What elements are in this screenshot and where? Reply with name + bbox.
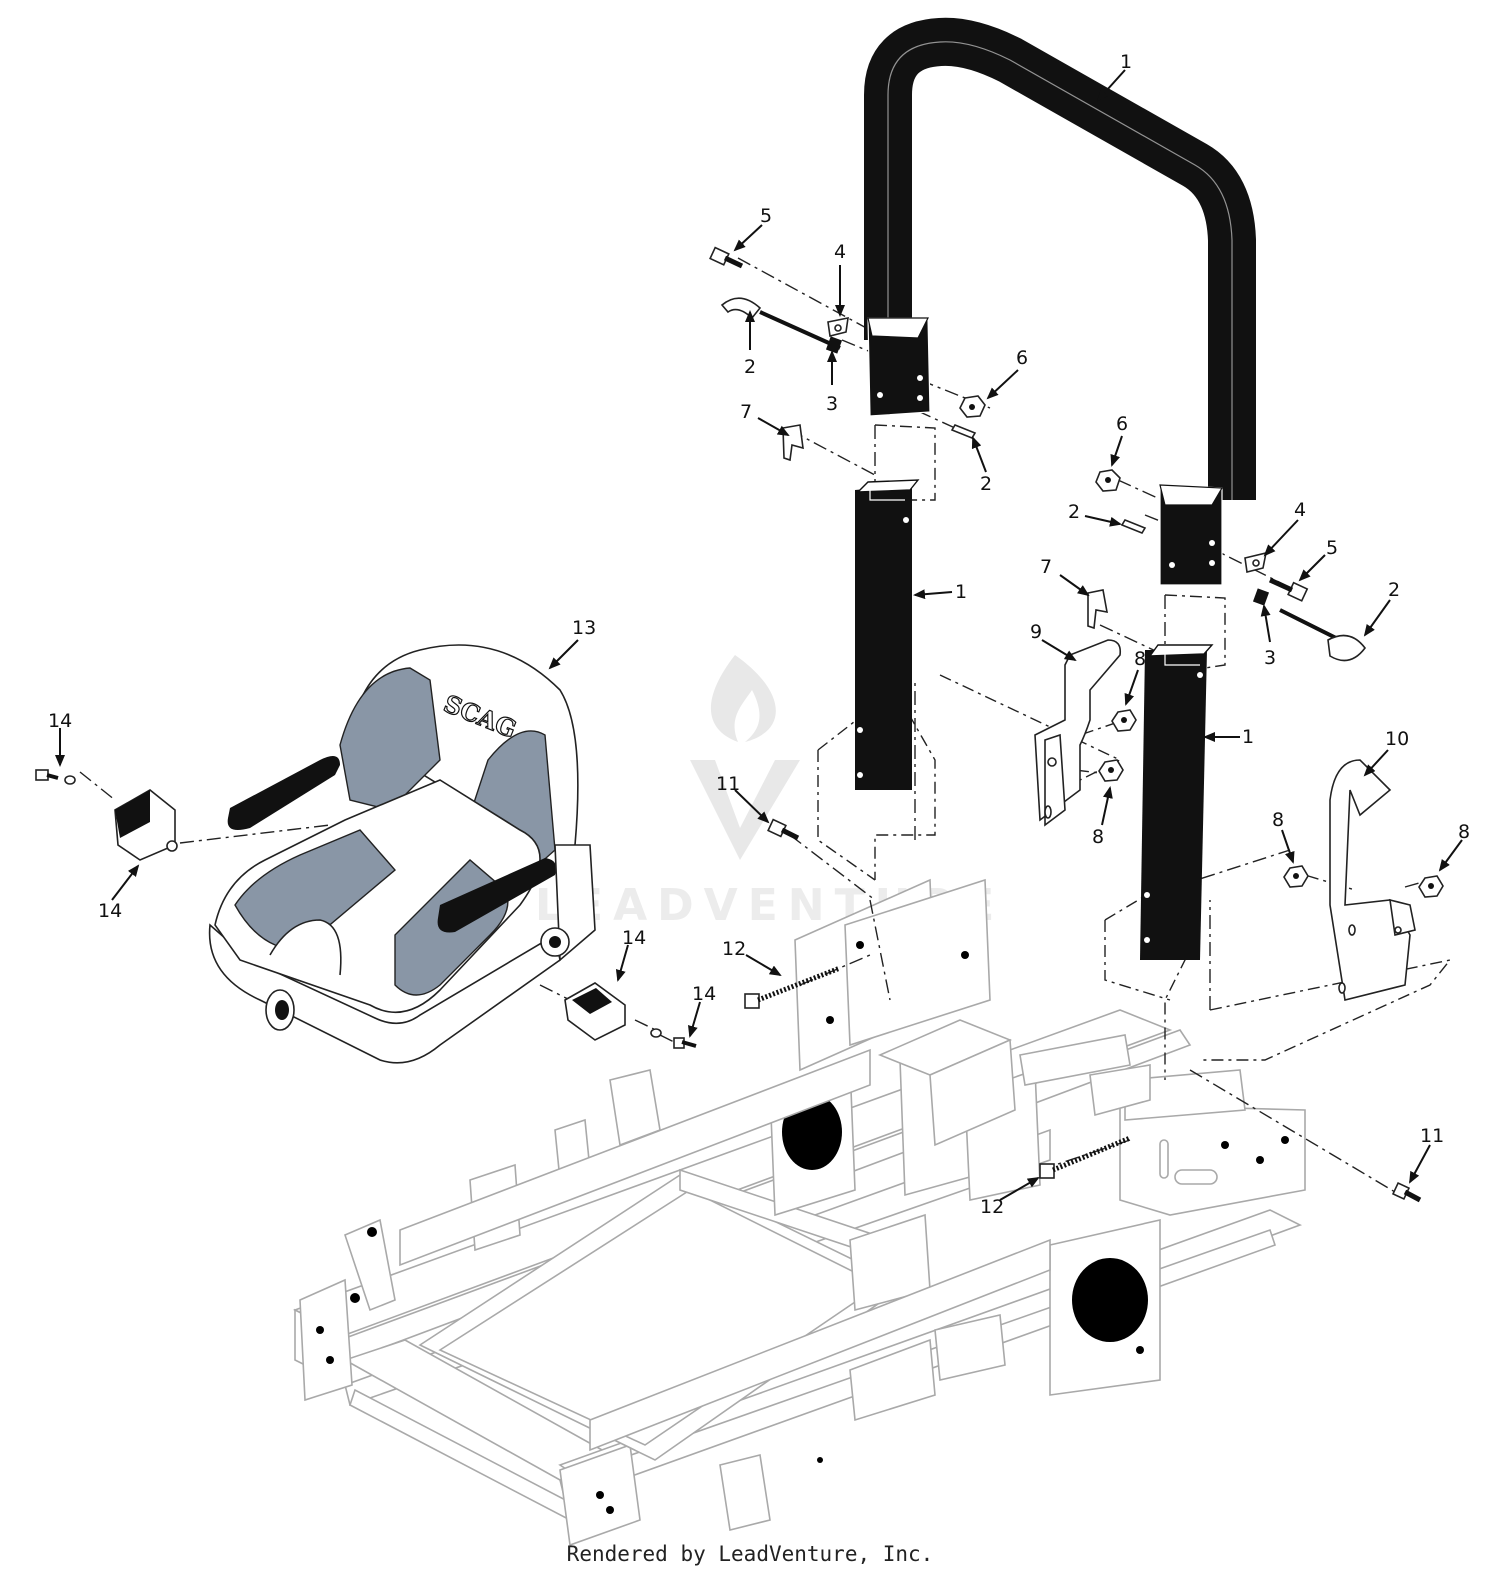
belt-bolt-14-right [673, 1037, 697, 1049]
cotter-2-right [1120, 519, 1147, 534]
hitch-pin-2-left [720, 297, 841, 350]
bolt-11-right [1391, 1181, 1422, 1203]
callout-8: 8 [1272, 809, 1284, 831]
watermark-logo: LEADVENTURE [535, 655, 994, 931]
callout-2: 2 [744, 356, 756, 378]
callout-1: 1 [1120, 51, 1132, 73]
callout-14: 14 [622, 927, 646, 949]
callout-3: 3 [1264, 647, 1276, 669]
callout-2: 2 [1068, 501, 1080, 523]
belt-bolt-14-left [35, 769, 59, 781]
callout-8: 8 [1092, 826, 1104, 848]
callout-labels: 1 1 1 2 2 2 2 3 3 4 4 5 5 6 6 7 7 8 8 8 … [48, 51, 1470, 1218]
bracket-9 [1034, 639, 1122, 827]
seat-belt-parts [35, 769, 697, 1049]
washer-14-left [64, 775, 76, 785]
bolt-11-left [767, 818, 800, 841]
roll-bar-lower-left-tube [855, 479, 920, 790]
callout-7: 7 [740, 401, 752, 423]
callout-3: 3 [826, 393, 838, 415]
nut-8-a [1111, 709, 1137, 732]
callout-6: 6 [1116, 413, 1128, 435]
roll-bar-upper [864, 17, 1256, 586]
callout-8: 8 [1458, 821, 1470, 843]
callout-11: 11 [716, 773, 740, 795]
seat-assembly: SCAG [208, 644, 596, 1064]
cotter-2-left [950, 424, 977, 439]
callout-5: 5 [760, 205, 772, 227]
callout-11: 11 [1420, 1125, 1444, 1147]
bracket-10 [1329, 759, 1416, 1001]
callout-14: 14 [98, 900, 122, 922]
bolt-12-right [1039, 1135, 1131, 1179]
callout-8: 8 [1134, 648, 1146, 670]
bolt-5-left [709, 246, 744, 269]
washer-14-right [650, 1028, 662, 1038]
callout-12: 12 [980, 1196, 1004, 1218]
bolt-5-right [1268, 577, 1309, 602]
mower-frame [292, 878, 1306, 1547]
callout-14: 14 [692, 983, 716, 1005]
belt-buckle-14-left [114, 789, 176, 861]
callout-2: 2 [1388, 579, 1400, 601]
callout-5: 5 [1326, 537, 1338, 559]
callout-6: 6 [1016, 347, 1028, 369]
clip-7-left [782, 424, 804, 462]
spring-3-left [825, 336, 843, 354]
callout-7: 7 [1040, 556, 1052, 578]
callout-2: 2 [980, 473, 992, 495]
footer-credit: Rendered by LeadVenture, Inc. [566, 1542, 934, 1566]
callout-9: 9 [1030, 621, 1042, 643]
hitch-pin-2-right [1279, 608, 1367, 662]
nut-8-b [1098, 759, 1124, 782]
bolt-12-left [744, 965, 841, 1009]
callout-4: 4 [834, 241, 846, 263]
callout-1: 1 [955, 581, 967, 603]
belt-buckle-14-right [564, 982, 626, 1041]
callout-12: 12 [722, 938, 746, 960]
nut-6-right [1095, 469, 1121, 492]
callout-10: 10 [1385, 728, 1409, 750]
nut-8-c [1283, 865, 1309, 888]
clip-7-right [1087, 589, 1108, 630]
roll-bar-lower-right-tube [1140, 644, 1214, 960]
nut-8-d [1418, 875, 1444, 898]
callout-14: 14 [48, 710, 72, 732]
callout-1: 1 [1242, 726, 1254, 748]
callout-4: 4 [1294, 499, 1306, 521]
callout-13: 13 [572, 617, 596, 639]
clip-4-right [1244, 551, 1268, 573]
nut-6-left [959, 395, 986, 418]
spring-3-right [1252, 588, 1270, 606]
clip-4-left [827, 316, 849, 337]
callout-arrows [55, 69, 1463, 1201]
